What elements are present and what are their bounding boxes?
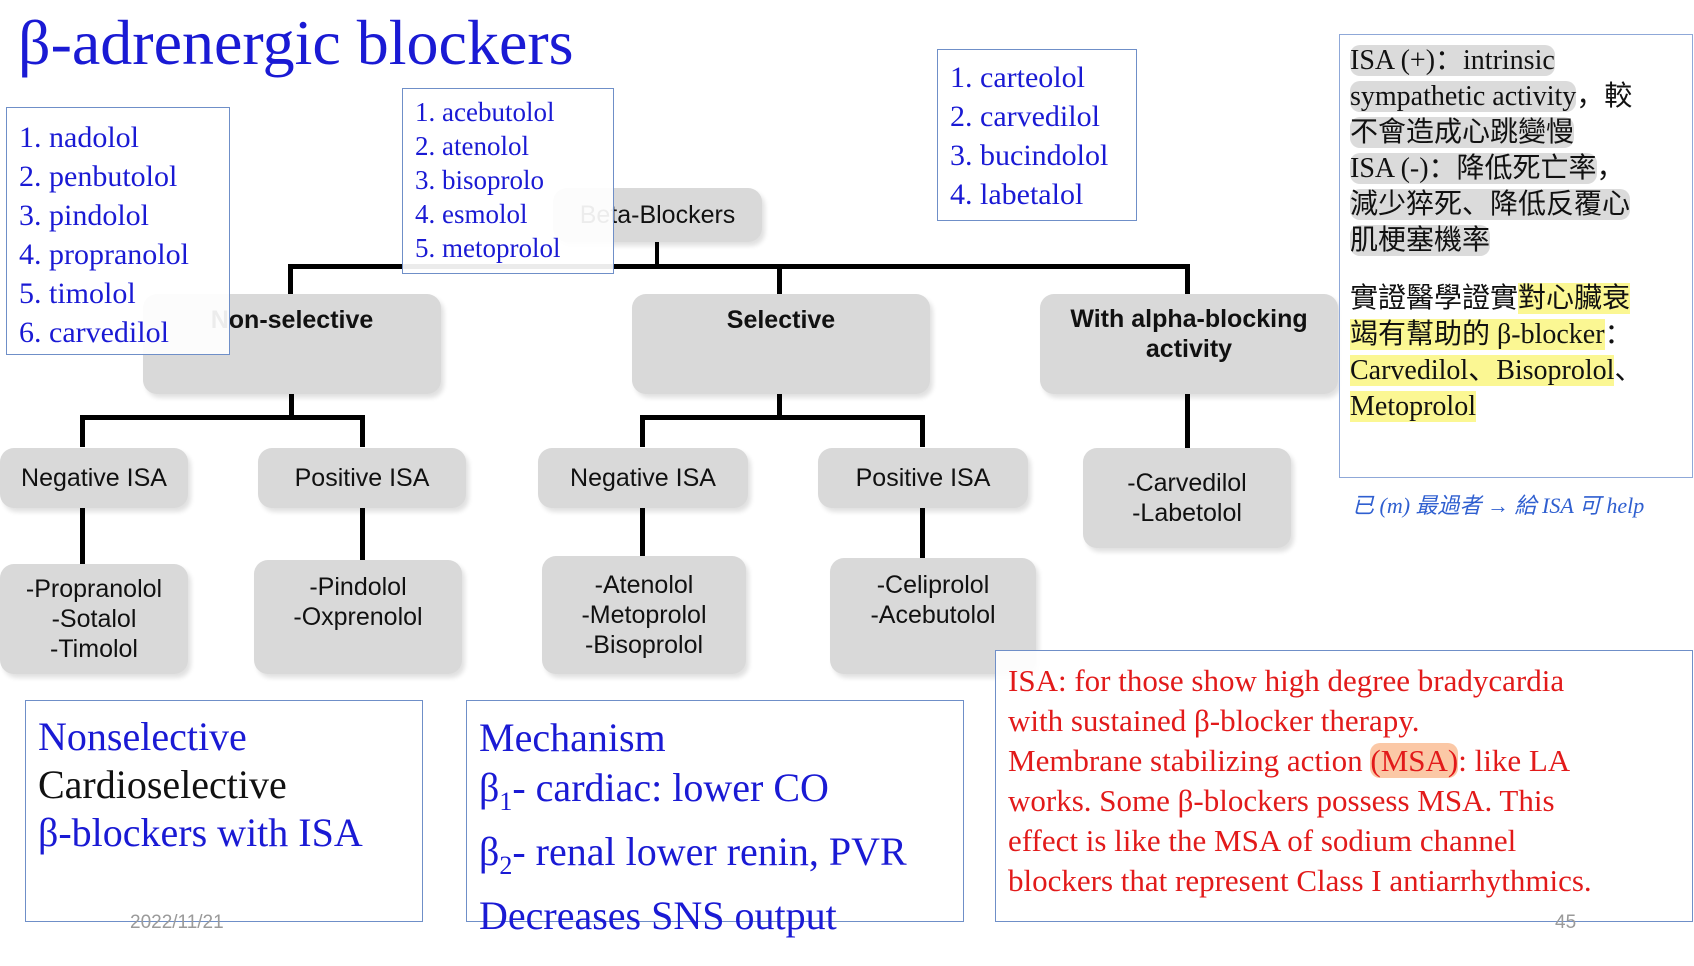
mechanism-line: Decreases SNS output bbox=[479, 893, 837, 938]
tree-node-selective: Selective bbox=[632, 294, 930, 394]
list-box-nonselective: 1. nadolol 2. penbutolol 3. pindolol 4. … bbox=[6, 107, 230, 355]
list-item: 2. penbutolol bbox=[19, 160, 178, 193]
isa-msa-line: Membrane stabilizing action (MSA): like … bbox=[1008, 743, 1571, 778]
drug-item: -Sotalol bbox=[51, 605, 137, 633]
handwritten-note: 已 (m) 最過者 → 給 ISA 可 help bbox=[1352, 493, 1645, 518]
isa-msa-line: ISA: for those show high degree bradycar… bbox=[1008, 663, 1565, 698]
drug-item: -Acebutolol bbox=[870, 601, 996, 629]
isa-note-line: 對心臟衰 bbox=[1518, 283, 1631, 314]
drug-item: -Bisoprolol bbox=[584, 631, 704, 659]
list-item: 4. labetalol bbox=[950, 178, 1084, 211]
drug-item: -Timolol bbox=[50, 635, 138, 663]
list-item: 1. acebutolol bbox=[415, 97, 555, 127]
isa-note-line: 、 bbox=[1614, 355, 1643, 386]
list-item: 1. carteolol bbox=[950, 61, 1085, 94]
drug-item: -Atenolol bbox=[594, 571, 694, 599]
tree-node-s-positive-isa: Positive ISA bbox=[818, 448, 1028, 508]
isa-note-line: ： bbox=[1604, 319, 1633, 350]
drug-item: -Pindolol bbox=[309, 573, 407, 601]
drug-item: -Labetolol bbox=[1132, 499, 1242, 527]
isa-note-box: ISA (+)：intrinsic sympathetic activity，較… bbox=[1339, 34, 1693, 478]
isa-note-line: ， bbox=[1596, 153, 1625, 184]
list-box-alpha: 1. carteolol 2. carvedilol 3. bucindolol… bbox=[937, 49, 1137, 221]
isa-msa-line: blockers that represent Class I antiarrh… bbox=[1008, 863, 1592, 898]
isa-note-line: sympathetic activity bbox=[1350, 81, 1577, 112]
legend-line: β-blockers with ISA bbox=[38, 810, 363, 855]
isa-note-line: Metoprolol bbox=[1350, 391, 1476, 422]
footer-date: 2022/11/21 bbox=[130, 912, 224, 933]
drug-item: -Carvedilol bbox=[1127, 469, 1247, 497]
isa-note-line: ISA (-)：降低死亡率 bbox=[1350, 153, 1597, 184]
list-item: 3. bisoprolo bbox=[415, 165, 545, 195]
mechanism-line: β1- cardiac: lower CO bbox=[479, 765, 829, 816]
drug-item: -Celiprolol bbox=[876, 571, 990, 599]
msa-highlight: (MSA) bbox=[1370, 743, 1459, 778]
list-item: 3. bucindolol bbox=[950, 139, 1109, 172]
list-item: 2. atenolol bbox=[415, 131, 529, 161]
list-item: 1. nadolol bbox=[19, 121, 139, 154]
isa-msa-line: works. Some β-blockers possess MSA. This bbox=[1008, 783, 1555, 818]
list-item: 6. carvedilol bbox=[19, 316, 169, 349]
list-item: 4. esmolol bbox=[415, 199, 528, 229]
legend-line: Cardioselective bbox=[38, 762, 287, 807]
drug-item: -Metoprolol bbox=[581, 601, 707, 629]
mechanism-box: Mechanism β1- cardiac: lower CO β2- rena… bbox=[466, 700, 964, 938]
isa-note-line: 減少猝死、降低反覆心 bbox=[1350, 189, 1631, 220]
drug-box-ns-negative: -Propranolol -Sotalol -Timolol bbox=[0, 564, 188, 674]
slide-title: β-adrenergic blockers bbox=[18, 7, 574, 78]
isa-note-line: Carvedilol、Bisoprolol bbox=[1350, 355, 1615, 386]
isa-msa-box: ISA: for those show high degree bradycar… bbox=[995, 650, 1693, 922]
tree-node-ns-negative-isa: Negative ISA bbox=[0, 448, 188, 508]
list-item: 3. pindolol bbox=[19, 199, 150, 232]
isa-note-line: 實證醫學證實 bbox=[1350, 283, 1519, 314]
mechanism-line: Mechanism bbox=[479, 715, 666, 760]
isa-msa-line: with sustained β-blocker therapy. bbox=[1008, 703, 1420, 738]
drug-box-s-positive: -Celiprolol -Acebutolol bbox=[830, 558, 1036, 674]
legend-line: Nonselective bbox=[38, 714, 247, 759]
drug-item: -Propranolol bbox=[25, 575, 163, 603]
list-item: 5. timolol bbox=[19, 277, 136, 310]
footer-page-number: 45 bbox=[1555, 912, 1577, 933]
isa-msa-line: effect is like the MSA of sodium channel bbox=[1008, 823, 1517, 858]
isa-note-line: 竭有幫助的 β-blocker bbox=[1350, 319, 1605, 350]
drug-box-alpha: -Carvedilol -Labetolol bbox=[1083, 448, 1291, 548]
drug-box-ns-positive: -Pindolol -Oxprenolol bbox=[254, 560, 462, 674]
list-item: 2. carvedilol bbox=[950, 100, 1100, 133]
list-item: 5. metoprolol bbox=[415, 233, 561, 263]
mechanism-line: β2- renal lower renin, PVR bbox=[479, 829, 907, 880]
drug-item: -Oxprenolol bbox=[293, 603, 423, 631]
isa-note-line: ISA (+)：intrinsic bbox=[1350, 45, 1555, 76]
tree-node-ns-positive-isa: Positive ISA bbox=[258, 448, 466, 508]
list-box-selective: 1. acebutolol 2. atenolol 3. bisoprolo 4… bbox=[402, 88, 614, 274]
legend-box: Nonselective Cardioselective β-blockers … bbox=[25, 700, 423, 922]
tree-node-s-negative-isa: Negative ISA bbox=[538, 448, 748, 508]
drug-box-s-negative: -Atenolol -Metoprolol -Bisoprolol bbox=[542, 556, 746, 674]
tree-node-alpha: With alpha-blocking activity bbox=[1040, 294, 1338, 394]
isa-note-line: 不會造成心跳變慢 bbox=[1350, 117, 1575, 148]
isa-note-line: 肌梗塞機率 bbox=[1350, 225, 1491, 256]
list-item: 4. propranolol bbox=[19, 238, 189, 271]
isa-note-line: ，較 bbox=[1576, 81, 1633, 112]
